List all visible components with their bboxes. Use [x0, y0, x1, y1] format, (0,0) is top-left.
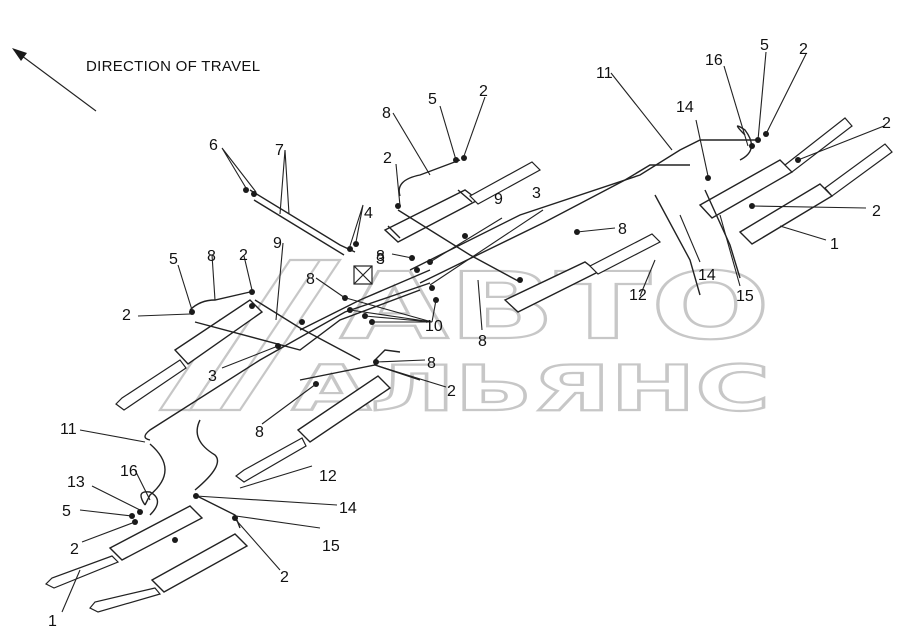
cylinder-center-middle	[503, 233, 662, 313]
callout-label: 5	[62, 503, 71, 520]
callout-label: 6	[209, 137, 218, 154]
callout-label: 8	[255, 424, 264, 441]
callout-label: 8	[306, 271, 315, 288]
diagram-title: DIRECTION OF TRAVEL	[86, 58, 260, 75]
direction-arrow-icon	[13, 49, 97, 112]
callout-label: 8	[618, 221, 627, 238]
callout-label: 13	[67, 474, 85, 491]
callout-label: 16	[120, 463, 138, 480]
distribution-block-icon	[353, 265, 373, 285]
cylinder-center-lower	[235, 375, 392, 483]
callout-label: 9	[494, 191, 503, 208]
callout-label: 2	[70, 541, 79, 558]
callout-label: 14	[676, 99, 694, 116]
hoses	[140, 125, 760, 529]
callout-label: 2	[882, 115, 891, 132]
callout-label: 3	[208, 368, 217, 385]
callout-label: 14	[698, 267, 716, 284]
callout-label: 2	[239, 247, 248, 264]
callout-label: 8	[478, 333, 487, 350]
cylinder-left-upper	[115, 299, 264, 411]
callout-label: 8	[427, 355, 436, 372]
callout-label: 10	[425, 318, 443, 335]
callout-label: 2	[447, 383, 456, 400]
callout-label: 8	[207, 248, 216, 265]
callout-label: 3	[532, 185, 541, 202]
watermark: АВТО АЛЬЯНС	[157, 252, 771, 426]
callout-label: 5	[428, 91, 437, 108]
callout-label: 8	[376, 248, 385, 265]
callout-label: 12	[629, 287, 647, 304]
cylinders	[44, 117, 893, 613]
callout-label: 3	[376, 251, 385, 268]
cylinder-lower-a	[44, 505, 204, 589]
callout-label: 1	[48, 613, 57, 630]
callout-label: 8	[382, 105, 391, 122]
callout-label: 16	[705, 52, 723, 69]
cylinder-right-b	[738, 143, 893, 245]
callout-label: 12	[319, 468, 337, 485]
callout-label: 2	[280, 569, 289, 586]
callout-label: 2	[383, 150, 392, 167]
callout-label: 14	[339, 500, 357, 517]
callout-label: 11	[596, 65, 613, 82]
callout-label: 15	[322, 538, 340, 555]
callout-label: 2	[479, 83, 488, 100]
callout-label: 2	[872, 203, 881, 220]
callout-label: 7	[275, 142, 284, 159]
callouts: 1 1 2 2 2 2 2 2 2 2 2 2 3 3 3 4 5 5 5 5 …	[48, 37, 891, 630]
callout-label: 2	[799, 41, 808, 58]
callout-label: 11	[60, 421, 77, 438]
arrow-head-icon	[12, 48, 27, 61]
callout-label: 5	[169, 251, 178, 268]
callout-label: 15	[736, 288, 754, 305]
direction-of-travel: DIRECTION OF TRAVEL	[12, 48, 260, 112]
callout-label: 5	[760, 37, 769, 54]
callout-label: 4	[364, 205, 373, 222]
callout-label: 9	[273, 235, 282, 252]
leader-lines	[61, 51, 885, 613]
callout-label: 1	[830, 236, 839, 253]
cylinder-right-a	[698, 117, 853, 219]
cylinder-lower-b	[89, 533, 249, 613]
callout-label: 2	[122, 307, 131, 324]
cylinder-center-upper	[383, 161, 541, 243]
